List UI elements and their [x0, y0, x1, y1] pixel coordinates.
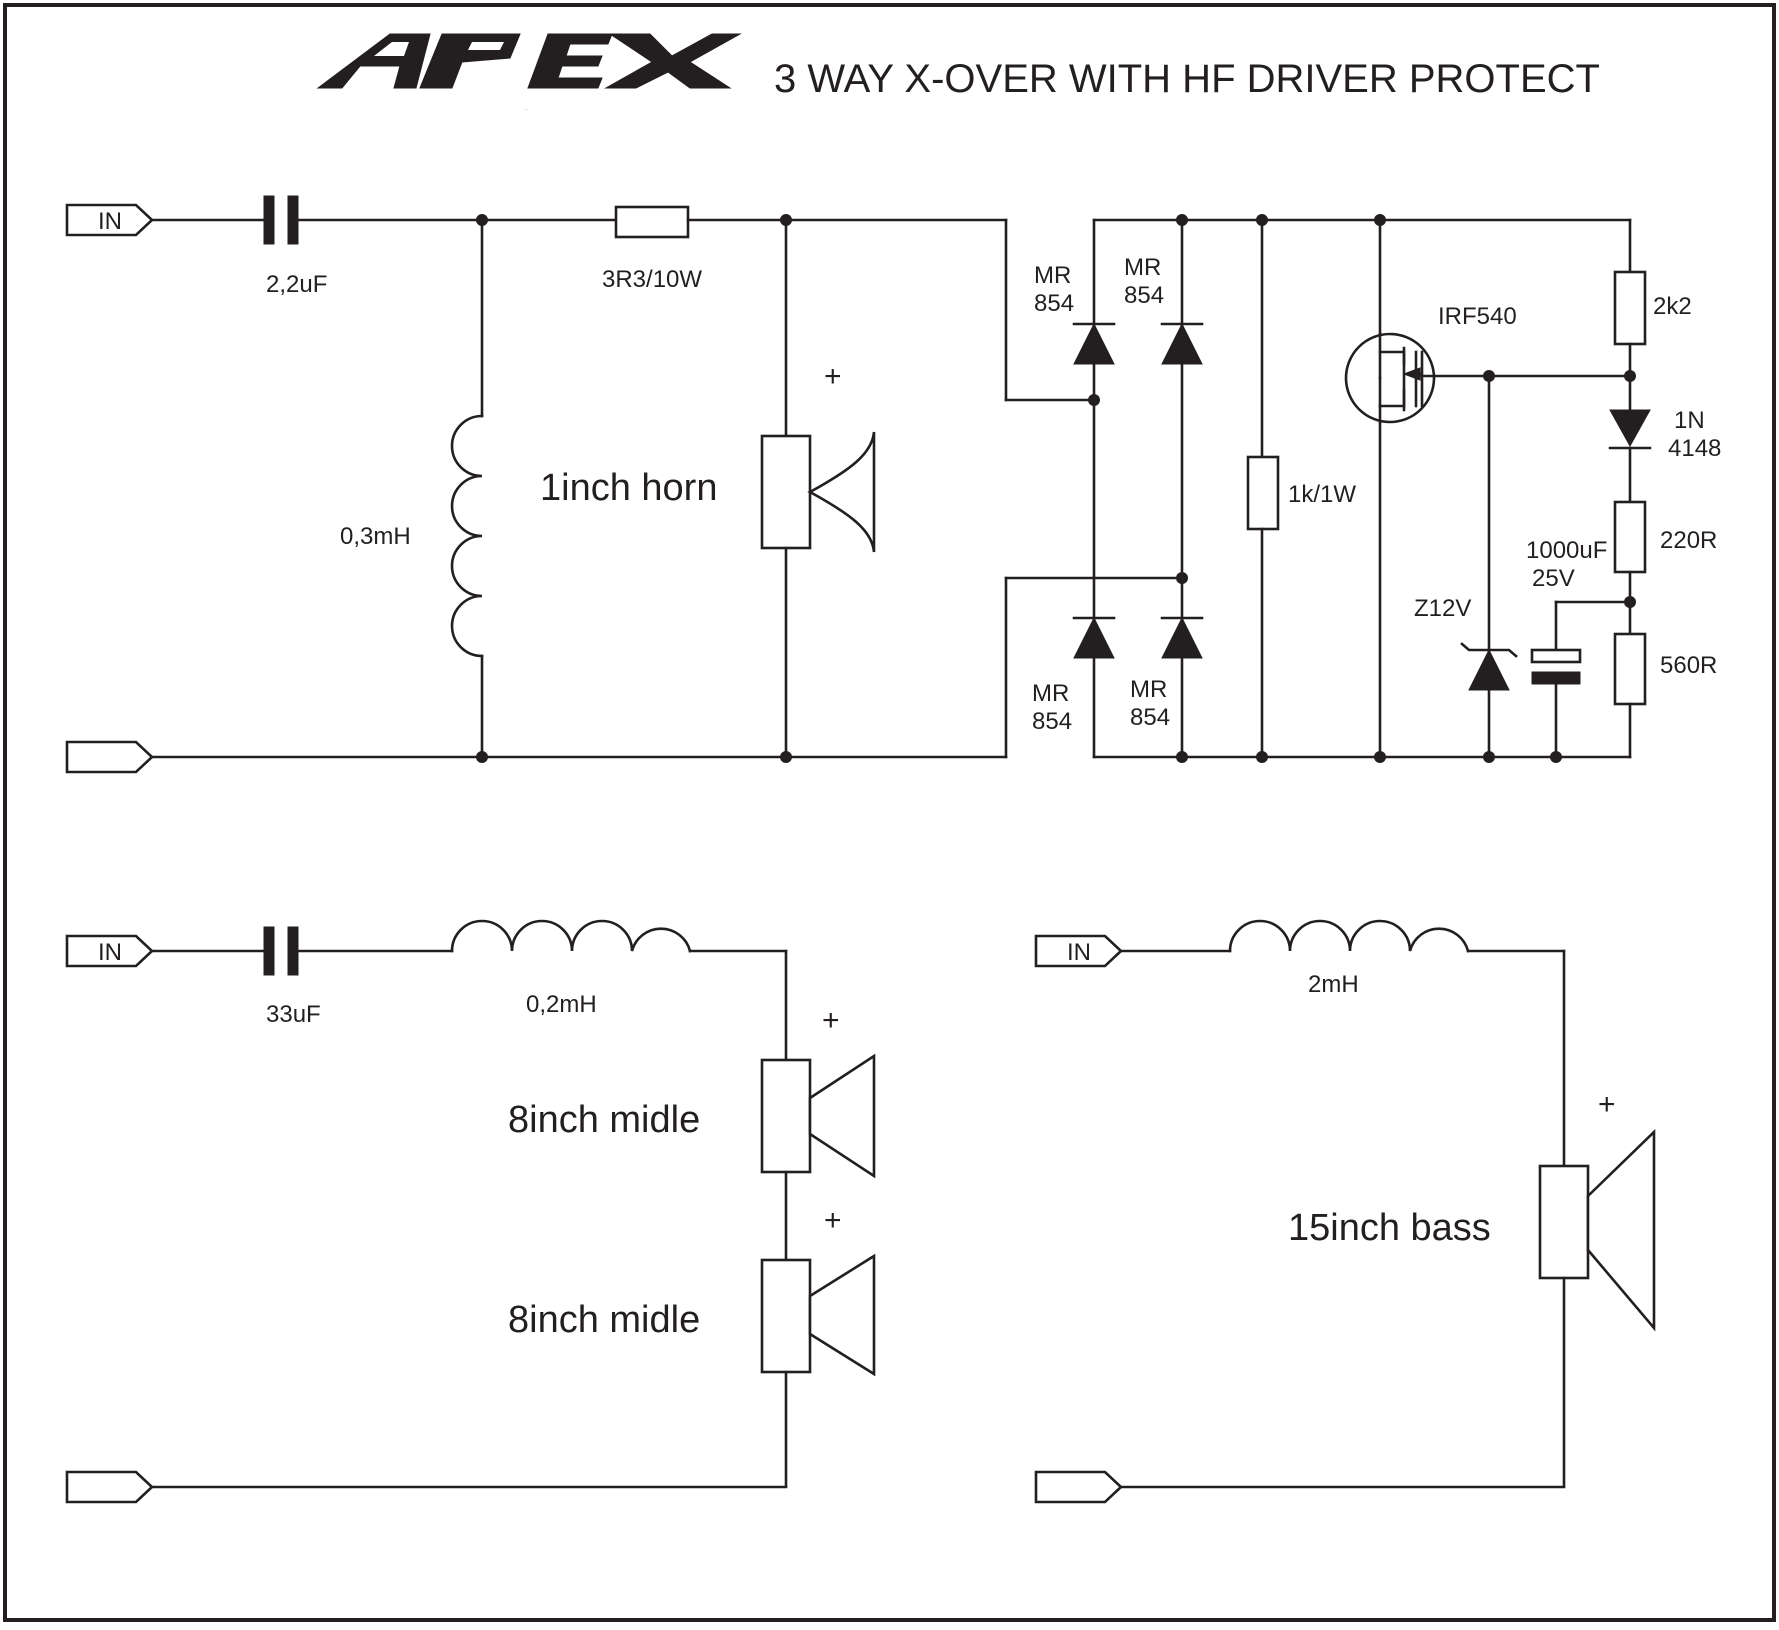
label-d3-a: MR [1032, 680, 1069, 707]
inductor-0m3 [450, 414, 484, 658]
mid2-plus: + [824, 1204, 842, 1237]
terminal-label: IN [1067, 939, 1091, 966]
diode-mr854-2 [1160, 322, 1204, 365]
mid2-label: 8inch midle [508, 1299, 700, 1341]
logo-text: APEX [525, 108, 528, 111]
resistor-1k [1246, 455, 1280, 531]
capacitor-33u [263, 926, 299, 976]
label-d4-b: 854 [1130, 704, 1170, 731]
terminal-gnd-bass[interactable] [1034, 1470, 1123, 1504]
label-r-220: 220R [1660, 527, 1717, 554]
horn-label: 1inch horn [540, 467, 717, 509]
mid-speaker-1 [760, 1053, 876, 1179]
bass-plus: + [1598, 1088, 1616, 1121]
terminal-in-mid[interactable]: IN [65, 934, 154, 968]
inductor-0m2 [450, 919, 692, 953]
mid1-plus: + [822, 1004, 840, 1037]
label-r-3r3: 3R3/10W [602, 266, 702, 293]
label-c-2u2: 2,2uF [266, 271, 327, 298]
terminal-label: IN [98, 208, 122, 235]
diode-mr854-3 [1072, 616, 1116, 659]
mid-speaker-2 [760, 1253, 876, 1377]
label-l-2m: 2mH [1308, 971, 1359, 998]
mid1-label: 8inch midle [508, 1099, 700, 1141]
mosfet-irf540 [1344, 332, 1491, 424]
bass-label: 15inch bass [1288, 1207, 1491, 1249]
resistor-3r3 [614, 205, 690, 239]
resistor-560r [1613, 632, 1647, 706]
label-cap-a: 1000uF [1526, 537, 1607, 564]
page-title: 3 WAY X-OVER WITH HF DRIVER PROTECT [774, 57, 1600, 101]
label-r-1k: 1k/1W [1288, 481, 1356, 508]
terminal-gnd-hf[interactable] [65, 740, 154, 774]
label-mosfet: IRF540 [1438, 303, 1517, 330]
horn-speaker [760, 431, 876, 553]
resistor-220r [1613, 500, 1647, 574]
terminal-in-bass[interactable]: IN [1034, 934, 1123, 968]
label-l-0m2: 0,2mH [526, 991, 597, 1018]
label-l-0m3: 0,3mH [340, 523, 411, 550]
terminal-label: IN [98, 939, 122, 966]
label-d3-b: 854 [1032, 708, 1072, 735]
terminal-in-hf[interactable]: IN [65, 203, 154, 237]
inductor-2m [1228, 919, 1470, 953]
label-d2-a: MR [1124, 254, 1161, 281]
zener-z12v [1460, 642, 1518, 691]
diode-mr854-1 [1072, 322, 1116, 365]
horn-plus: + [824, 360, 842, 393]
label-1n-b: 4148 [1668, 435, 1721, 462]
hf-section: IN 2,2uF 3R3/10W 0,3mH + 1inch horn [65, 195, 1184, 774]
resistor-2k2 [1613, 270, 1647, 346]
label-1n-a: 1N [1674, 407, 1705, 434]
apex-logo: APEX [316, 33, 742, 111]
label-r-2k2: 2k2 [1653, 293, 1692, 320]
label-r-560: 560R [1660, 652, 1717, 679]
capacitor-2u2 [263, 195, 299, 245]
bass-section: IN 2mH + 15inch bass [1034, 919, 1656, 1504]
label-zener: Z12V [1414, 595, 1471, 622]
bass-speaker [1538, 1128, 1656, 1332]
label-d4-a: MR [1130, 676, 1167, 703]
diode-mr854-4 [1160, 616, 1204, 659]
frame-border [3, 3, 1776, 1622]
label-d2-b: 854 [1124, 282, 1164, 309]
terminal-gnd-mid[interactable] [65, 1470, 154, 1504]
diode-1n4148 [1608, 409, 1652, 450]
mid-section: IN 33uF 0,2mH + 8inch midle + 8inch midl… [65, 919, 876, 1504]
label-c-33u: 33uF [266, 1001, 321, 1028]
protection-circuit: MR 854 MR 854 MR 854 MR 854 1k/1W IRF540 [1032, 214, 1721, 763]
capacitor-1000u [1530, 648, 1582, 685]
label-d1-b: 854 [1034, 290, 1074, 317]
label-cap-b: 25V [1532, 565, 1575, 592]
label-d1-a: MR [1034, 262, 1071, 289]
